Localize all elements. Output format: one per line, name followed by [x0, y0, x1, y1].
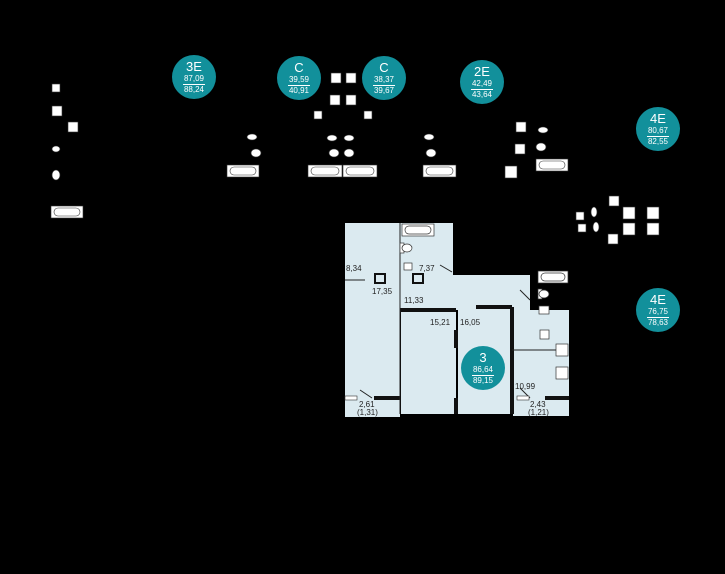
apartment-area-total: 39,59 — [288, 75, 310, 84]
apartment-area-total: 87,09 — [183, 74, 205, 83]
divider — [183, 84, 205, 85]
balcony-area-label: 2,43 — [530, 400, 546, 409]
fixtures-left — [50, 83, 84, 219]
divider — [472, 375, 494, 376]
divider — [471, 89, 493, 90]
apartment-area-total: 76,75 — [647, 307, 669, 316]
apartment-badge-c-left[interactable]: C 39,59 40,91 — [277, 56, 321, 100]
apartment-type: 3E — [186, 59, 202, 74]
apartment-area-adjusted: 88,24 — [183, 85, 205, 94]
apartment-area-adjusted: 43,64 — [471, 90, 493, 99]
apartment-type: 3 — [479, 350, 487, 365]
apartment-badge-3e[interactable]: 3E 87,09 88,24 — [172, 55, 216, 99]
room-area-label: 7,37 — [419, 264, 435, 273]
apartment-badge-c-right[interactable]: C 38,37 39,67 — [362, 56, 406, 100]
apartment-badge-3-selected[interactable]: 3 86,64 89,15 — [461, 346, 505, 390]
apartment-area-adjusted: 40,91 — [288, 86, 310, 95]
room-area-label: 16,05 — [460, 318, 481, 327]
apartment-type: C — [294, 60, 304, 75]
room-area-label: 8,34 — [346, 264, 362, 273]
walls — [374, 305, 569, 414]
divider — [647, 317, 669, 318]
apartment-badge-4e-top[interactable]: 4E 80,67 82,55 — [636, 107, 680, 151]
room-area-label: 17,35 — [372, 287, 393, 296]
apartment-type: C — [379, 60, 389, 75]
fixtures-top-1 — [226, 133, 262, 178]
divider — [373, 85, 395, 86]
apartment-type: 2E — [474, 64, 490, 79]
fixtures-top-2 — [307, 72, 378, 178]
divider — [288, 85, 310, 86]
bathroom-right — [537, 270, 569, 315]
room-area-label: 11,33 — [404, 296, 424, 305]
balcony-radiators — [344, 395, 530, 401]
balcony-adjusted-label: (1,31) — [357, 408, 378, 417]
bathtub-main — [401, 223, 435, 237]
balcony-area-label: 2,61 — [359, 400, 375, 409]
apartment-type: 4E — [650, 111, 666, 126]
apartment-area-adjusted: 39,67 — [373, 86, 395, 95]
apartment-area-adjusted: 78,63 — [647, 318, 669, 327]
apartment-badge-2e[interactable]: 2E 42,49 43,64 — [460, 60, 504, 104]
apartment-badge-4e-bottom[interactable]: 4E 76,75 78,63 — [636, 288, 680, 332]
apartment-type: 4E — [650, 292, 666, 307]
room-area-label: 15,21 — [430, 318, 451, 327]
apartment-area-adjusted: 89,15 — [472, 376, 494, 385]
fixtures-right — [575, 195, 660, 245]
apartment-area-total: 38,37 — [373, 75, 395, 84]
fixtures-top-4 — [504, 121, 569, 179]
divider — [647, 136, 669, 137]
apartment-area-total: 80,67 — [647, 126, 669, 135]
vent-shafts — [374, 273, 424, 284]
toilet-main — [399, 242, 413, 271]
selected-apartment-fill[interactable] — [345, 223, 569, 417]
fixtures-top-3 — [422, 133, 457, 178]
room-area-label: 10,99 — [515, 382, 536, 391]
apartment-area-adjusted: 82,55 — [647, 137, 669, 146]
apartment-area-total: 42,49 — [471, 79, 493, 88]
apartment-area-total: 86,64 — [472, 365, 494, 374]
kitchen-appliances — [539, 329, 569, 380]
balcony-adjusted-label: (1,21) — [528, 408, 549, 417]
